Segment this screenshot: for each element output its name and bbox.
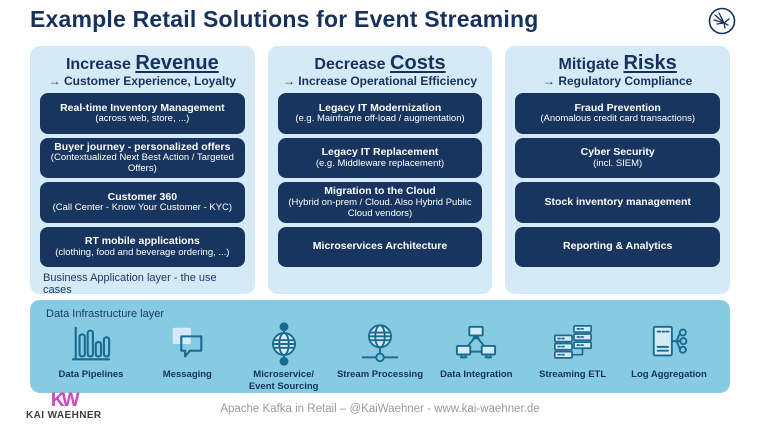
bar-chart-icon	[68, 321, 114, 367]
globe-node-icon	[261, 321, 307, 367]
infra-item-messaging: Messaging	[140, 321, 234, 381]
chat-bubbles-icon	[164, 321, 210, 367]
page-title: Example Retail Solutions for Event Strea…	[30, 6, 539, 32]
infrastructure-label: Data Infrastructure layer	[46, 308, 164, 320]
server-stack-icon	[550, 321, 596, 367]
heading-prefix: Decrease	[314, 56, 386, 73]
infra-item-data-integration: Data Integration	[429, 321, 523, 381]
infra-item-microservice: Microservice/ Event Sourcing	[237, 321, 331, 393]
heading-subtitle: → Regulatory Compliance	[542, 74, 693, 88]
panel-decrease-costs: Decrease Costs → Increase Operational Ef…	[267, 46, 493, 294]
layer-caption	[515, 272, 720, 287]
footer-credit: Apache Kafka in Retail – @KaiWaehner - w…	[220, 403, 540, 415]
footer: KW KAI WAEHNER Apache Kafka in Retail – …	[0, 391, 760, 428]
infrastructure-band: Data Infrastructure layer Data Pipelines	[30, 300, 730, 393]
use-case-box: Customer 360 (Call Center - Know Your Cu…	[40, 182, 245, 223]
layer-caption: Business Application layer - the use cas…	[43, 272, 217, 296]
heading-keyword: Revenue	[135, 52, 219, 74]
infra-item-streaming-etl: Streaming ETL	[526, 321, 620, 381]
use-case-box: Fraud Prevention (Anomalous credit card …	[515, 93, 721, 134]
heading-keyword: Risks	[623, 52, 677, 74]
network-monitors-icon	[453, 321, 499, 367]
logo-name: KAI WAEHNER	[26, 410, 102, 421]
panel-mitigate-risks: Mitigate Risks → Regulatory Compliance F…	[505, 46, 731, 294]
panel-heading: Decrease Costs → Increase Operational Ef…	[278, 52, 483, 88]
log-fanout-icon	[646, 321, 692, 367]
globe-stream-icon	[357, 321, 403, 367]
heading-keyword: Costs	[390, 52, 446, 74]
panel-increase-revenue: Increase Revenue → Customer Experience, …	[30, 46, 255, 296]
use-case-box: Buyer journey - personalized offers (Con…	[40, 137, 245, 179]
heading-prefix: Increase	[65, 56, 131, 73]
use-case-box: Microservices Architecture	[277, 226, 483, 267]
use-case-box: Reporting & Analytics	[515, 226, 721, 267]
layer-caption	[278, 272, 483, 287]
brand-mark-icon	[708, 7, 736, 35]
heading-subtitle: → Customer Experience, Loyalty	[48, 74, 237, 88]
use-case-box: Migration to the Cloud (Hybrid on-prem /…	[277, 182, 483, 223]
infra-item-data-pipelines: Data Pipelines	[44, 321, 138, 381]
use-case-box: RT mobile applications (clothing, food a…	[40, 226, 245, 267]
panel-heading: Increase Revenue → Customer Experience, …	[40, 52, 245, 88]
business-application-columns: Increase Revenue → Customer Experience, …	[30, 46, 731, 296]
use-case-box: Real-time Inventory Management (across w…	[40, 93, 245, 134]
infra-item-stream-processing: Stream Processing	[333, 321, 427, 381]
kai-waehner-logo: KW KAI WAEHNER	[26, 391, 102, 421]
heading-subtitle: → Increase Operational Efficiency	[282, 74, 478, 88]
use-case-box: Stock inventory management	[515, 182, 721, 223]
heading-prefix: Mitigate	[558, 56, 619, 73]
use-case-box: Cyber Security (incl. SIEM)	[515, 137, 721, 179]
panel-heading: Mitigate Risks → Regulatory Compliance	[515, 52, 720, 88]
use-case-box: Legacy IT Modernization (e.g. Mainframe …	[277, 93, 483, 134]
infra-item-log-aggregation: Log Aggregation	[622, 321, 716, 381]
use-case-box: Legacy IT Replacement (e.g. Middleware r…	[277, 137, 483, 179]
logo-mark: KW	[50, 390, 80, 411]
